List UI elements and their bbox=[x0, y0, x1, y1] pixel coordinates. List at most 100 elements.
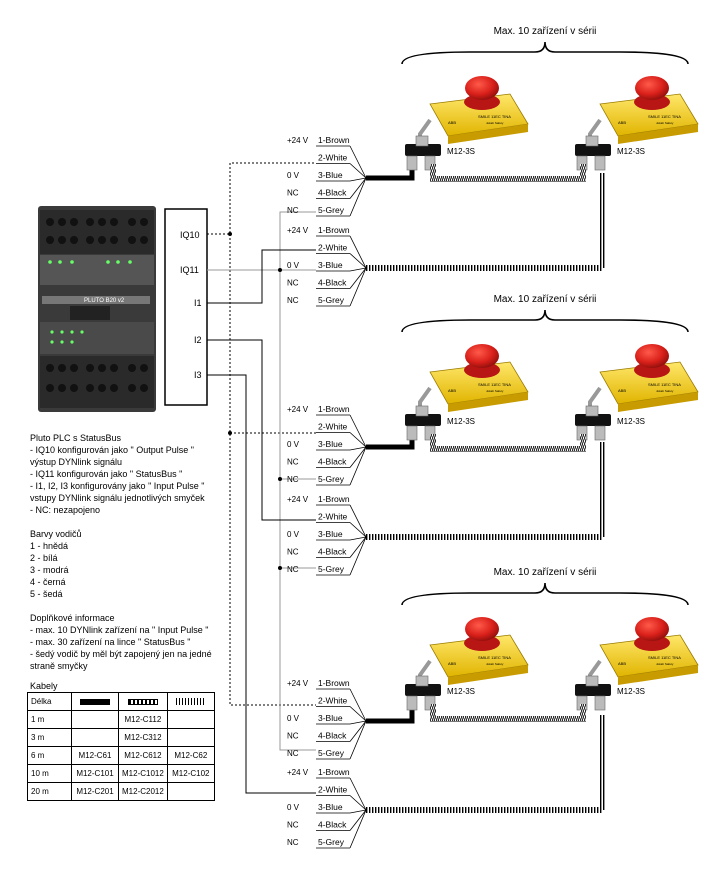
bus-wiring bbox=[207, 162, 316, 794]
table-cell: 6 m bbox=[27, 746, 72, 765]
wire-label: 5-Grey bbox=[318, 295, 345, 305]
colors-title: Barvy vodičů bbox=[30, 529, 82, 539]
button-model: SMILE 11EC TINA bbox=[478, 382, 511, 387]
table-cell: M12-C62 bbox=[166, 746, 215, 765]
info-title: Doplňkové informace bbox=[30, 613, 115, 623]
twisted-cable bbox=[430, 446, 586, 452]
swatch-solid-cable bbox=[71, 692, 119, 711]
pluto-plc-device: PLUTO B20 v2 bbox=[38, 206, 156, 412]
table-cell: M12-C612 bbox=[118, 746, 168, 765]
wire-label: 2-White bbox=[318, 243, 348, 253]
wire-voltage-label: +24 V bbox=[287, 226, 309, 235]
wire-label: 5-Grey bbox=[318, 474, 345, 484]
cables-title: Kabely bbox=[30, 681, 58, 691]
button-sub: Jokab Safety bbox=[656, 389, 674, 393]
series-label: Max. 10 zařízení v sérii bbox=[494, 567, 597, 578]
splitter-label: M12-3S bbox=[447, 417, 475, 426]
button-model: SMILE 11EC TINA bbox=[648, 655, 681, 660]
table-cell: M12-C201 bbox=[71, 782, 119, 801]
series-brace bbox=[401, 582, 689, 606]
wire-label-group: 1-Brown +24 V 2-White 3-Blue 0 V 4-Black NC 5-G… bbox=[287, 442, 606, 576]
table-cell: M12-C112 bbox=[118, 710, 168, 729]
table-cell bbox=[166, 782, 215, 801]
m12-splitter: M12-3S bbox=[575, 405, 645, 441]
button-sub: Jokab Safety bbox=[656, 121, 674, 125]
wire-label: 4-Black bbox=[318, 820, 347, 830]
terminal-iq10: IQ10 bbox=[180, 230, 200, 240]
wire-label: 1-Brown bbox=[318, 767, 350, 777]
wire-label: 3-Blue bbox=[318, 260, 343, 270]
wire-voltage-label: 0 V bbox=[287, 440, 300, 449]
wire-voltage-label: NC bbox=[287, 189, 299, 198]
wire-label: 5-Grey bbox=[318, 564, 345, 574]
wire-voltage-label: NC bbox=[287, 749, 299, 758]
notes-line: vstupy DYNlink signálu jednotlivých smyč… bbox=[30, 493, 205, 503]
wire-label: 5-Grey bbox=[318, 748, 345, 758]
info-line: - max. 30 zařízení na lince " StatusBus … bbox=[30, 637, 191, 647]
button-brand: ABB bbox=[448, 120, 456, 125]
button-sub: Jokab Safety bbox=[656, 662, 674, 666]
table-cell bbox=[71, 728, 119, 747]
table-cell: 3 m bbox=[27, 728, 72, 747]
color-item: 3 - modrá bbox=[30, 565, 69, 575]
wire-label: 3-Blue bbox=[318, 170, 343, 180]
terminal-labels: IQ10 IQ11 I1 I2 I3 bbox=[180, 230, 202, 380]
info-line: straně smyčky bbox=[30, 661, 88, 671]
notes-panel: Pluto PLC s StatusBus - IQ10 konfigurová… bbox=[30, 432, 230, 692]
button-model: SMILE 11EC TINA bbox=[478, 655, 511, 660]
wire-label: 2-White bbox=[318, 785, 348, 795]
wire-voltage-label: 0 V bbox=[287, 803, 300, 812]
terminal-iq11: IQ11 bbox=[180, 265, 199, 275]
table-cell: M12-C2012 bbox=[118, 782, 168, 801]
wire-label: 2-White bbox=[318, 422, 348, 432]
wire-label: 4-Black bbox=[318, 547, 347, 557]
m12-splitter: M12-3S bbox=[405, 135, 475, 171]
wire-voltage-label: NC bbox=[287, 206, 299, 215]
terminal-i1: I1 bbox=[194, 298, 202, 308]
color-item: 4 - černá bbox=[30, 577, 66, 587]
wire-label: 4-Black bbox=[318, 278, 347, 288]
wire-voltage-label: 0 V bbox=[287, 261, 300, 270]
wire-voltage-label: NC bbox=[287, 475, 299, 484]
table-row: 1 m M12-C112 bbox=[27, 710, 215, 729]
wire-voltage-label: +24 V bbox=[287, 136, 309, 145]
wire-voltage-label: +24 V bbox=[287, 405, 309, 414]
twisted-cable bbox=[430, 176, 586, 182]
junction-dots bbox=[228, 232, 282, 570]
wire-label: 2-White bbox=[318, 512, 348, 522]
color-item: 1 - hnědá bbox=[30, 541, 69, 551]
wire-label: 1-Brown bbox=[318, 404, 350, 414]
button-model: SMILE 11EC TINA bbox=[648, 382, 681, 387]
swatch-twisted-cable bbox=[118, 692, 168, 711]
wire-label: 2-White bbox=[318, 696, 348, 706]
wire-label: 3-Blue bbox=[318, 713, 343, 723]
wire-voltage-label: +24 V bbox=[287, 495, 309, 504]
wire-voltage-label: NC bbox=[287, 296, 299, 305]
button-sub: Jokab Safety bbox=[486, 121, 504, 125]
table-cell bbox=[166, 710, 215, 729]
m12-splitter: M12-3S bbox=[575, 675, 645, 711]
wire-label: 3-Blue bbox=[318, 439, 343, 449]
button-sub: Jokab Safety bbox=[486, 389, 504, 393]
series-label: Max. 10 zařízení v sérii bbox=[494, 294, 597, 305]
table-cell: M12-C61 bbox=[71, 746, 119, 765]
wire-voltage-label: 0 V bbox=[287, 714, 300, 723]
notes-line: - IQ11 konfigurován jako " StatusBus " bbox=[30, 469, 183, 479]
swatch-striped-cable bbox=[166, 692, 215, 711]
terminal-block bbox=[164, 208, 208, 406]
table-row: Délka bbox=[27, 692, 215, 711]
wire-voltage-label: NC bbox=[287, 821, 299, 830]
table-cell bbox=[71, 710, 119, 729]
series-brace bbox=[401, 41, 689, 65]
notes-line: - NC: nezapojeno bbox=[30, 505, 101, 515]
button-brand: ABB bbox=[618, 661, 626, 666]
wire-label: 1-Brown bbox=[318, 494, 350, 504]
